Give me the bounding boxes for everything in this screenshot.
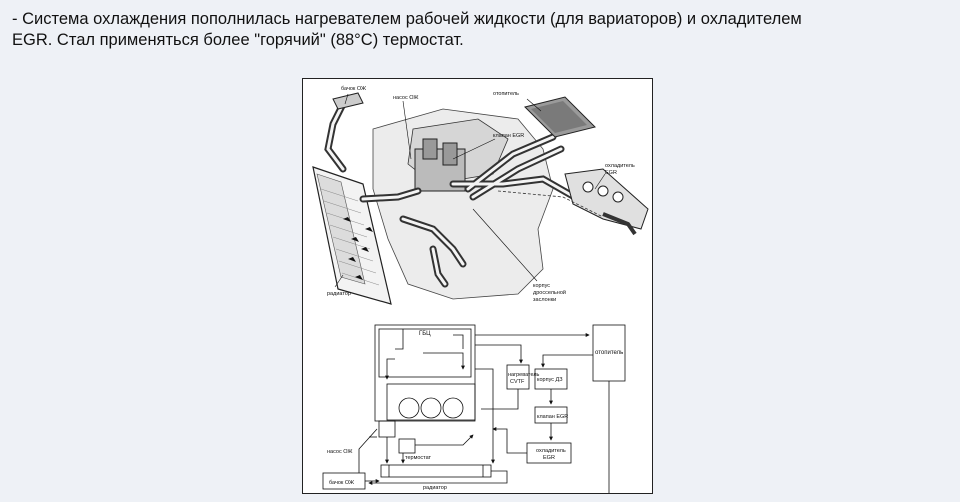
block-label-otopitel: отопитель — [595, 350, 623, 356]
block-label-gbc: ГБЦ — [419, 331, 431, 337]
cooling-system-drawing: бачок ОЖ насос ОЖ отопитель клапан EGR о… — [312, 86, 649, 493]
label-nasos: насос ОЖ — [393, 95, 418, 101]
block-label-nagrev-2: CVTF — [510, 379, 525, 385]
caption-line-2: EGR. Стал применяться более "горячий" (8… — [12, 31, 464, 49]
egr-cooler-drawing — [564, 168, 649, 236]
label-korpus-3: заслонки — [533, 297, 556, 303]
radiator-drawing — [312, 166, 392, 305]
block-label-bachok: бачок ОЖ — [329, 480, 354, 486]
block-label-ohlad-1: охладитель — [536, 448, 566, 454]
block-label-radiator: радиатор — [423, 485, 447, 491]
caption-line-1: - Система охлаждения пополнилась нагрева… — [12, 10, 802, 28]
block-label-klapan: клапан EGR — [537, 414, 568, 420]
block-diagram — [322, 324, 626, 493]
block-label-korpus-dz: корпус ДЗ — [537, 377, 563, 383]
cooling-system-figure: бачок ОЖ насос ОЖ отопитель клапан EGR о… — [302, 78, 653, 494]
label-bachok: бачок ОЖ — [341, 86, 366, 92]
block-label-nasos: насос ОЖ — [327, 449, 352, 455]
label-korpus-1: корпус — [533, 283, 550, 289]
caption-text: - Система охлаждения пополнилась нагрева… — [12, 9, 942, 51]
block-label-termostat: термостат — [405, 455, 432, 461]
label-klapan: клапан EGR — [493, 133, 524, 139]
block-label-ohlad-2: EGR — [543, 455, 555, 461]
label-ohladitel-2: EGR — [605, 170, 617, 176]
engine-illustration — [312, 92, 649, 305]
heater-core-drawing — [524, 96, 596, 138]
label-korpus-2: дроссельной — [533, 289, 566, 296]
label-otopitel: отопитель — [493, 91, 519, 97]
label-radiator: радиатор — [327, 291, 351, 297]
block-label-nagrev-1: нагреватель — [508, 372, 540, 378]
label-ohladitel-1: охладитель — [605, 163, 635, 169]
